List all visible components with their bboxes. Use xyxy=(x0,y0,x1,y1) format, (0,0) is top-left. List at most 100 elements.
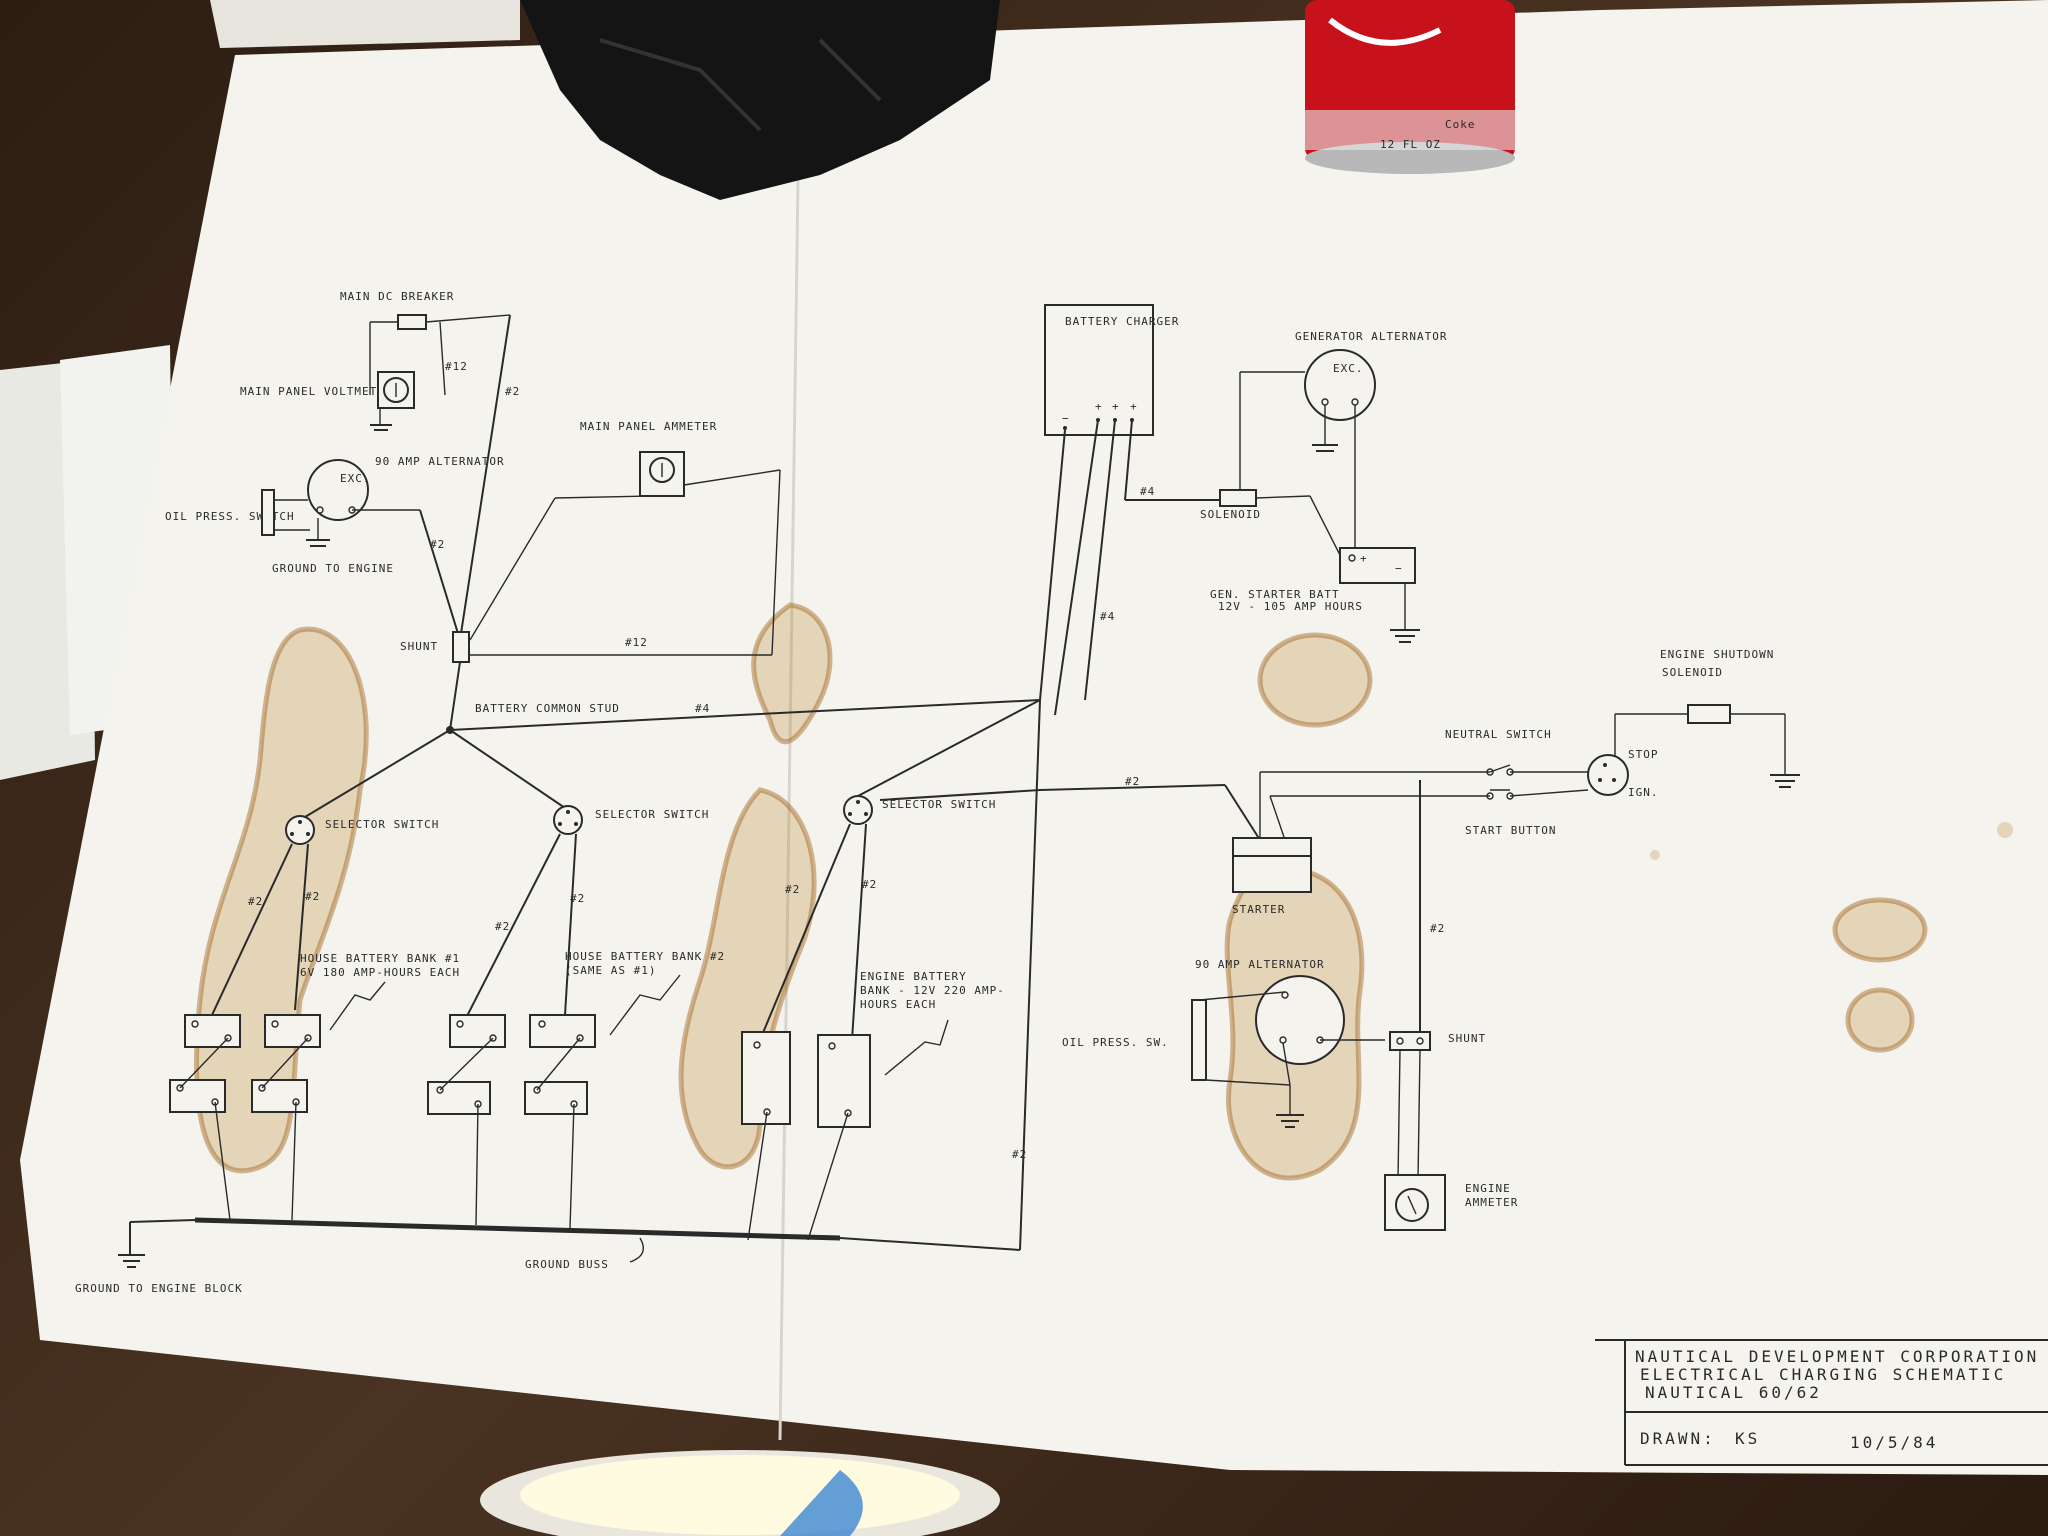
oil-press-sw-label: OIL PRESS. SW. xyxy=(1062,1036,1169,1049)
svg-text:#2: #2 xyxy=(495,920,510,933)
svg-text:EXC.: EXC. xyxy=(340,472,371,485)
house-bank-1-label-b: 6V 180 AMP-HOURS EACH xyxy=(300,966,460,979)
shunt-top xyxy=(452,631,470,663)
generator-alternator xyxy=(1304,349,1376,421)
engine-shutdown-solenoid xyxy=(1687,704,1731,724)
house-battery-bank-1 xyxy=(169,1014,321,1221)
engine-bank-label-c: HOURS EACH xyxy=(860,998,936,1011)
svg-text:STOP: STOP xyxy=(1628,748,1659,761)
battery-charger xyxy=(1044,304,1154,436)
engine-ammeter-label-1: ENGINE xyxy=(1465,1182,1511,1195)
svg-text:#12: #12 xyxy=(625,636,648,649)
wire-12-top-label: #12 xyxy=(445,360,468,373)
house-bank-1-arrow xyxy=(329,981,386,1031)
svg-text:#2: #2 xyxy=(1430,922,1445,935)
ground-buss-label: GROUND BUSS xyxy=(525,1258,609,1271)
coke-can: Coke 12 FL OZ xyxy=(1305,0,1515,174)
starter xyxy=(1232,855,1312,893)
alternator-bottom-label: 90 AMP ALTERNATOR xyxy=(1195,958,1325,971)
gen-starter-batt-label: GEN. STARTER BATT xyxy=(1210,588,1340,601)
solenoid xyxy=(1219,489,1257,507)
starter-label: STARTER xyxy=(1232,903,1285,916)
engine-bank-label-b: BANK - 12V 220 AMP- xyxy=(860,984,1005,997)
shutdown-solenoid-label-1: ENGINE SHUTDOWN xyxy=(1660,648,1774,661)
can-size: 12 FL OZ xyxy=(1380,138,1441,151)
svg-text:#2: #2 xyxy=(248,895,263,908)
battery-charger-label: BATTERY CHARGER xyxy=(1065,315,1179,328)
wire-charger-ground xyxy=(1019,699,1041,1251)
svg-text:#2: #2 xyxy=(570,892,585,905)
wire-to-starter xyxy=(1039,784,1226,791)
svg-text:+: + xyxy=(1130,400,1138,413)
neutral-switch-label: NEUTRAL SWITCH xyxy=(1445,728,1552,741)
title-block-drawn-by: KS xyxy=(1735,1429,1760,1448)
gen-batt-spec-label: 12V - 105 AMP HOURS xyxy=(1218,600,1363,613)
title-block-title: ELECTRICAL CHARGING SCHEMATIC xyxy=(1640,1365,2006,1384)
oil-press-switch-top-label: OIL PRESS. SWITCH xyxy=(165,510,295,523)
shunt-bottom xyxy=(1389,1031,1431,1051)
coffee-stains xyxy=(194,602,2013,1181)
alternator-top xyxy=(307,459,369,521)
title-block-company: NAUTICAL DEVELOPMENT CORPORATION xyxy=(1635,1347,2039,1366)
svg-text:SELECTOR SWITCH: SELECTOR SWITCH xyxy=(595,808,709,821)
ground-to-engine-block-label: GROUND TO ENGINE BLOCK xyxy=(75,1282,243,1295)
start-button-label: START BUTTON xyxy=(1465,824,1556,837)
title-block-model: NAUTICAL 60/62 xyxy=(1645,1383,1822,1402)
wire-common-to-charger xyxy=(449,699,1041,731)
oil-press-switch-bottom xyxy=(1191,999,1207,1081)
svg-text:SELECTOR SWITCH: SELECTOR SWITCH xyxy=(325,818,439,831)
svg-text:+: + xyxy=(1095,400,1103,413)
engine-bank-label-a: ENGINE BATTERY xyxy=(860,970,967,983)
svg-text:#4: #4 xyxy=(1100,610,1115,623)
svg-text:−: − xyxy=(1062,412,1070,425)
engine-bank-arrow xyxy=(884,1019,949,1076)
svg-text:IGN.: IGN. xyxy=(1628,786,1659,799)
svg-text:#2: #2 xyxy=(1012,1148,1027,1161)
ignition-switch xyxy=(1587,754,1629,796)
house-bank-1-label-a: HOUSE BATTERY BANK #1 xyxy=(300,952,460,965)
svg-text:−: − xyxy=(1395,562,1403,575)
alternator-top-label: 90 AMP ALTERNATOR xyxy=(375,455,505,468)
house-battery-bank-2 xyxy=(427,1014,596,1229)
svg-text:#2: #2 xyxy=(785,883,800,896)
gen-starter-battery xyxy=(1339,547,1416,584)
svg-text:+: + xyxy=(1360,552,1368,565)
title-block-drawn-label: DRAWN: xyxy=(1640,1429,1716,1448)
wire-2-top-label: #2 xyxy=(505,385,520,398)
battery-common-stud-label: BATTERY COMMON STUD xyxy=(475,702,620,715)
title-block: NAUTICAL DEVELOPMENT CORPORATION ELECTRI… xyxy=(1595,1339,2048,1466)
alternator-bottom xyxy=(1255,975,1345,1065)
shunt-bottom-label: SHUNT xyxy=(1448,1032,1486,1045)
shutdown-solenoid-label-2: SOLENOID xyxy=(1662,666,1723,679)
svg-text:#4: #4 xyxy=(695,702,710,715)
selector-switch-1 xyxy=(285,815,315,845)
generator-alternator-label: GENERATOR ALTERNATOR xyxy=(1295,330,1447,343)
wire-main-feed xyxy=(459,314,511,641)
svg-text:SELECTOR SWITCH: SELECTOR SWITCH xyxy=(882,798,996,811)
oil-press-switch-top xyxy=(261,489,275,536)
main-dc-breaker xyxy=(397,314,427,330)
svg-text:#2: #2 xyxy=(305,890,320,903)
voltmeter-label: MAIN PANEL VOLTMETER xyxy=(240,385,392,398)
ammeter-label: MAIN PANEL AMMETER xyxy=(580,420,717,433)
house-bank-2-label-b: (SAME AS #1) xyxy=(565,964,656,977)
ground-to-engine-label: GROUND TO ENGINE xyxy=(272,562,394,575)
solenoid-label: SOLENOID xyxy=(1200,508,1261,521)
engine-battery-bank xyxy=(741,1031,871,1241)
house-bank-2-arrow xyxy=(609,974,681,1036)
paper-fold xyxy=(778,39,802,1441)
engine-ammeter-label-2: AMMETER xyxy=(1465,1196,1518,1209)
top-envelope xyxy=(210,0,520,48)
svg-text:+: + xyxy=(1112,400,1120,413)
svg-text:#2: #2 xyxy=(862,878,877,891)
svg-text:EXC.: EXC. xyxy=(1333,362,1364,375)
shunt-top-label: SHUNT xyxy=(400,640,438,653)
svg-text:#2: #2 xyxy=(1125,775,1140,788)
svg-text:#4: #4 xyxy=(1140,485,1155,498)
selector-switch-2 xyxy=(553,805,583,835)
title-block-date: 10/5/84 xyxy=(1850,1433,1938,1452)
house-bank-2-label-a: HOUSE BATTERY BANK #2 xyxy=(565,950,725,963)
ground-buss xyxy=(194,1217,841,1241)
